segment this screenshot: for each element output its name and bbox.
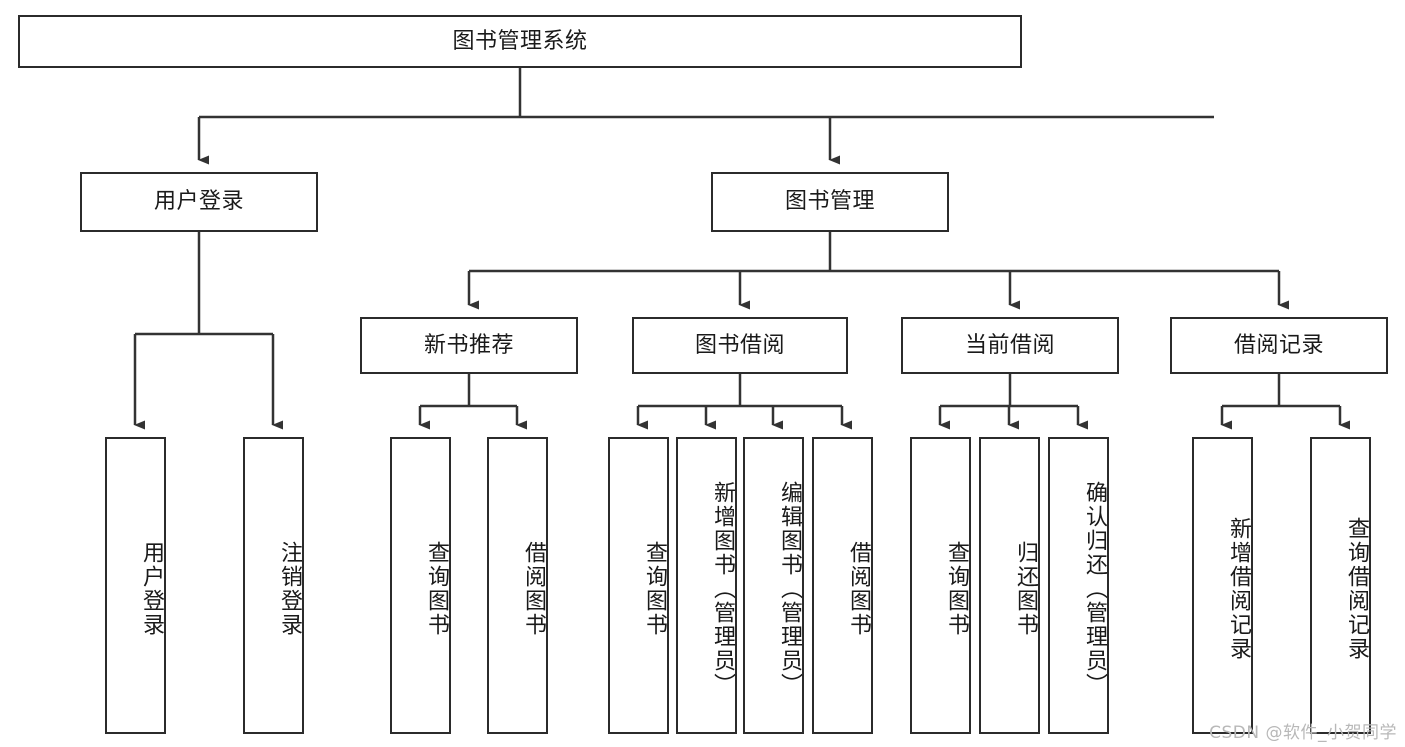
node-label: 编辑图书（管理员） — [777, 480, 802, 697]
node-book-management[interactable]: 图书管理 — [711, 172, 949, 232]
node-label: 查询图书 — [424, 540, 449, 637]
leaf-current-borrow-confirm-return-admin[interactable]: 确认归还（管理员） — [1048, 437, 1109, 734]
leaf-user-login-logout[interactable]: 注销登录 — [243, 437, 304, 734]
node-new-book-recommendation[interactable]: 新书推荐 — [360, 317, 578, 374]
node-label: 图书管理系统 — [452, 28, 588, 54]
leaf-current-borrow-return-book[interactable]: 归还图书 — [979, 437, 1040, 734]
node-borrow-record[interactable]: 借阅记录 — [1170, 317, 1388, 374]
node-label: 确认归还（管理员） — [1082, 480, 1107, 697]
leaf-borrow-record-add-record[interactable]: 新增借阅记录 — [1192, 437, 1253, 734]
node-current-borrow[interactable]: 当前借阅 — [901, 317, 1119, 374]
node-label: 查询借阅记录 — [1344, 516, 1369, 661]
node-label: 用户登录 — [153, 189, 244, 215]
node-label: 借阅图书 — [846, 540, 871, 637]
leaf-book-borrow-borrow-book[interactable]: 借阅图书 — [812, 437, 873, 734]
node-book-borrow[interactable]: 图书借阅 — [632, 317, 848, 374]
node-label: 查询图书 — [944, 540, 969, 637]
node-label: 图书借阅 — [694, 332, 785, 358]
node-root-book-management-system[interactable]: 图书管理系统 — [18, 15, 1022, 68]
leaf-book-borrow-edit-book-admin[interactable]: 编辑图书（管理员） — [743, 437, 804, 734]
node-label: 归还图书 — [1013, 540, 1038, 637]
leaf-new-book-query-book[interactable]: 查询图书 — [390, 437, 451, 734]
leaf-user-login-login[interactable]: 用户登录 — [105, 437, 166, 734]
node-label: 借阅记录 — [1233, 332, 1324, 358]
leaf-book-borrow-query-book[interactable]: 查询图书 — [608, 437, 669, 734]
node-user-login[interactable]: 用户登录 — [80, 172, 318, 232]
node-label: 新增借阅记录 — [1226, 516, 1251, 661]
node-label: 注销登录 — [277, 540, 302, 637]
leaf-borrow-record-query-record[interactable]: 查询借阅记录 — [1310, 437, 1371, 734]
node-label: 用户登录 — [139, 540, 164, 637]
node-label: 新书推荐 — [423, 332, 514, 358]
node-label: 图书管理 — [784, 189, 875, 215]
leaf-current-borrow-query-book[interactable]: 查询图书 — [910, 437, 971, 734]
node-label: 当前借阅 — [964, 332, 1055, 358]
leaf-book-borrow-add-book-admin[interactable]: 新增图书（管理员） — [676, 437, 737, 734]
node-label: 查询图书 — [642, 540, 667, 637]
node-label: 新增图书（管理员） — [710, 480, 735, 697]
node-label: 借阅图书 — [521, 540, 546, 637]
csdn-watermark: CSDN @软件_小贺同学 — [1209, 723, 1397, 743]
leaf-new-book-borrow-book[interactable]: 借阅图书 — [487, 437, 548, 734]
